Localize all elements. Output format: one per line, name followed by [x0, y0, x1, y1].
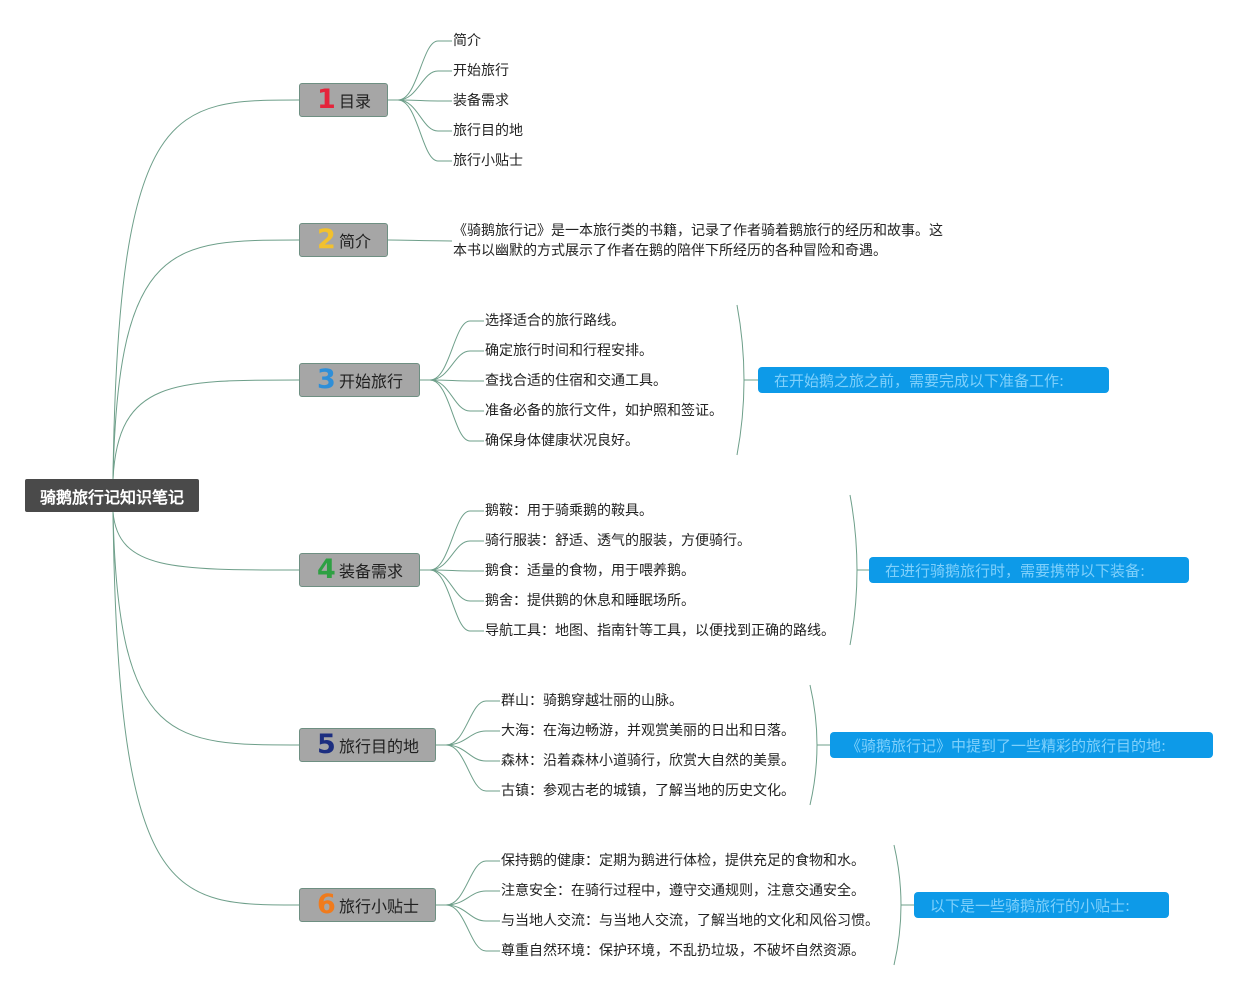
section-to-item-connector — [388, 70, 452, 101]
section-to-item-connector — [420, 379, 484, 412]
section-to-item-connector — [420, 569, 484, 602]
section-node-intro[interactable]: 2 简介 — [299, 223, 388, 257]
root-label: 骑鹅旅行记知识笔记 — [39, 487, 184, 507]
start-travel-item[interactable]: 确保身体健康状况良好。 — [485, 433, 639, 449]
start-travel-item[interactable]: 查找合适的住宿和交通工具。 — [485, 373, 667, 389]
section-to-item-connector — [388, 99, 452, 162]
tip-item[interactable]: 注意安全：在骑行过程中，遵守交通规则，注意交通安全。 — [501, 883, 865, 899]
root-node[interactable]: 骑鹅旅行记知识笔记 — [25, 479, 199, 512]
section-node-destinations[interactable]: 5 旅行目的地 — [299, 728, 436, 762]
equipment-item[interactable]: 鹅舍：提供鹅的休息和睡眠场所。 — [485, 593, 695, 609]
section-to-item-connector — [388, 99, 452, 132]
section-to-item-connector — [420, 540, 484, 571]
equipment-item[interactable]: 骑行服装：舒适、透气的服装，方便骑行。 — [485, 533, 751, 549]
contents-item[interactable]: 旅行目的地 — [453, 123, 523, 139]
section-label: 旅行目的地 — [339, 737, 420, 756]
summary-text: 以下是一些骑鹅旅行的小贴士: — [930, 896, 1131, 915]
section-to-item-connector — [436, 744, 500, 762]
root-to-section-connector — [112, 379, 300, 480]
section-to-item-connector — [420, 379, 484, 442]
summary-text: 在进行骑鹅旅行时，需要携带以下装备: — [885, 561, 1146, 580]
contents-item[interactable]: 开始旅行 — [453, 63, 509, 79]
section-label: 简介 — [339, 232, 372, 251]
equipment-item[interactable]: 导航工具：地图、指南针等工具，以便找到正确的路线。 — [485, 623, 835, 639]
contents-item[interactable]: 旅行小贴士 — [453, 153, 523, 169]
destination-item[interactable]: 古镇：参观古老的城镇，了解当地的历史文化。 — [501, 783, 795, 799]
intro-paragraph[interactable]: 《骑鹅旅行记》是一本旅行类的书籍，记录了作者骑着鹅旅行的经历和故事。这 本书以幽… — [453, 221, 953, 261]
summary-text: 在开始鹅之旅之前，需要完成以下准备工作: — [774, 371, 1065, 390]
summary-callout-tips[interactable]: 以下是一些骑鹅旅行的小贴士: — [914, 892, 1169, 918]
section-to-item-connector — [436, 700, 500, 746]
destination-item[interactable]: 大海：在海边畅游，并观赏美丽的日出和日落。 — [501, 723, 795, 739]
summary-callout-start-travel[interactable]: 在开始鹅之旅之前，需要完成以下准备工作: — [758, 367, 1109, 393]
section-number: 4 — [317, 554, 336, 585]
section-to-item-connector — [436, 904, 500, 922]
root-to-section-connector — [112, 511, 300, 571]
tip-item[interactable]: 保持鹅的健康：定期为鹅进行体检，提供充足的食物和水。 — [501, 853, 865, 869]
summary-text: 《骑鹅旅行记》中提到了一些精彩的旅行目的地: — [846, 736, 1167, 755]
section-to-item-connector — [420, 569, 484, 632]
section-to-item-connector — [436, 860, 500, 906]
summary-callout-destinations[interactable]: 《骑鹅旅行记》中提到了一些精彩的旅行目的地: — [830, 732, 1213, 758]
section-to-item-connector — [436, 744, 500, 792]
section-to-item-connector — [436, 890, 500, 906]
section-to-item-connector — [436, 730, 500, 746]
summary-bracket — [893, 844, 902, 966]
section-label: 目录 — [339, 92, 372, 111]
section-node-tips[interactable]: 6 旅行小贴士 — [299, 888, 436, 922]
section-node-contents[interactable]: 1 目录 — [299, 83, 388, 117]
tip-item[interactable]: 与当地人交流：与当地人交流，了解当地的文化和风俗习惯。 — [501, 913, 879, 929]
start-travel-item[interactable]: 选择适合的旅行路线。 — [485, 313, 625, 329]
root-to-section-connector — [112, 239, 300, 480]
summary-bracket — [849, 494, 858, 646]
equipment-item[interactable]: 鹅食：适量的食物，用于喂养鹅。 — [485, 563, 695, 579]
tip-item[interactable]: 尊重自然环境：保护环境，不乱扔垃圾，不破坏自然资源。 — [501, 943, 865, 959]
contents-item[interactable]: 装备需求 — [453, 93, 509, 109]
destination-item[interactable]: 群山：骑鹅穿越壮丽的山脉。 — [501, 693, 683, 709]
root-to-section-connector — [112, 99, 300, 480]
root-to-section-connector — [112, 511, 300, 906]
section-number: 1 — [317, 84, 336, 115]
section-label: 开始旅行 — [339, 372, 404, 391]
summary-callout-equipment[interactable]: 在进行骑鹅旅行时，需要携带以下装备: — [869, 557, 1189, 583]
start-travel-item[interactable]: 确定旅行时间和行程安排。 — [485, 343, 653, 359]
summary-bracket — [736, 304, 745, 456]
section-number: 5 — [317, 729, 336, 760]
intro-paragraph-line: 本书以幽默的方式展示了作者在鹅的陪伴下所经历的各种冒险和奇遇。 — [453, 243, 887, 259]
equipment-item[interactable]: 鹅鞍：用于骑乘鹅的鞍具。 — [485, 503, 653, 519]
destination-item[interactable]: 森林：沿着森林小道骑行，欣赏大自然的美景。 — [501, 753, 795, 769]
section-to-item-connector — [420, 350, 484, 381]
root-to-section-connector — [112, 511, 300, 746]
summary-bracket — [809, 684, 818, 806]
section-number: 6 — [317, 889, 336, 920]
section-node-start-travel[interactable]: 3 开始旅行 — [299, 363, 420, 397]
section-label: 旅行小贴士 — [339, 897, 420, 916]
start-travel-item[interactable]: 准备必备的旅行文件，如护照和签证。 — [485, 403, 723, 419]
section-to-item-connector — [436, 904, 500, 952]
section-label: 装备需求 — [339, 562, 404, 581]
contents-item[interactable]: 简介 — [453, 33, 481, 49]
section-number: 2 — [317, 224, 336, 255]
section-number: 3 — [317, 364, 336, 395]
section-to-paragraph-connector — [387, 239, 453, 242]
intro-paragraph-line: 《骑鹅旅行记》是一本旅行类的书籍，记录了作者骑着鹅旅行的经历和故事。这 — [453, 223, 943, 239]
section-node-equipment[interactable]: 4 装备需求 — [299, 553, 420, 587]
